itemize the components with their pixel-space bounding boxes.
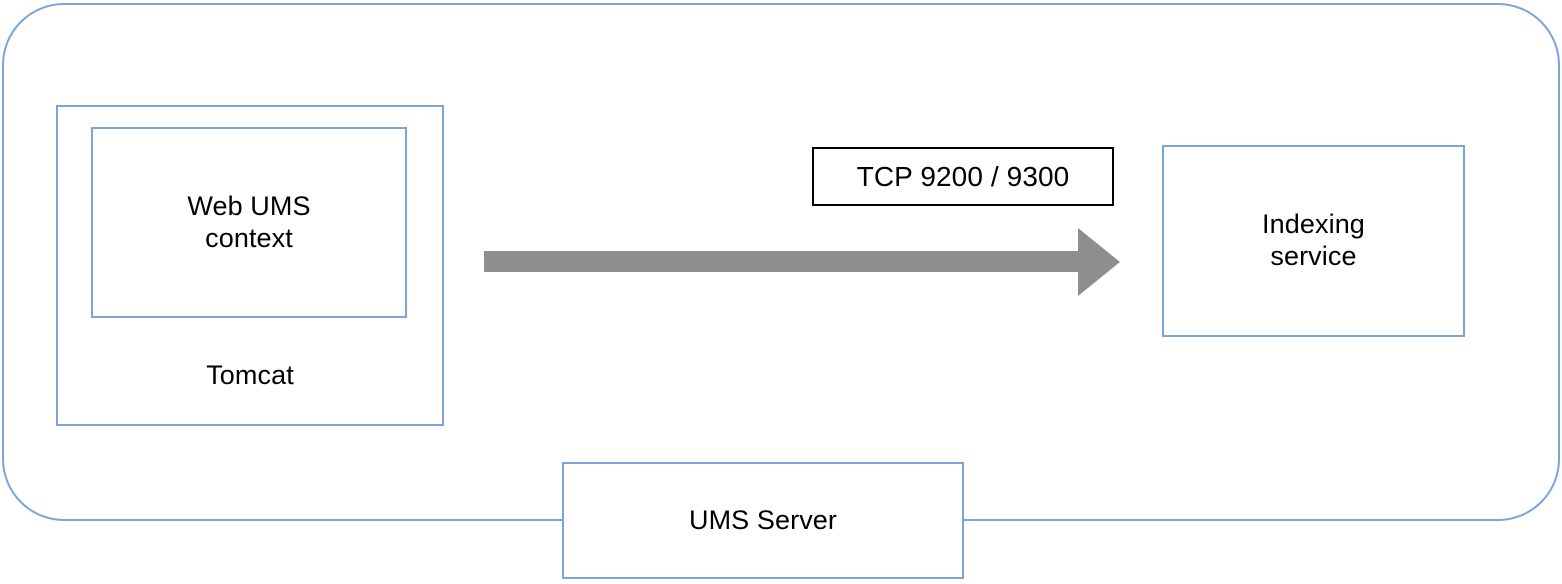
node-ums-server-label: UMS Server [688,504,838,535]
connection-arrow-tomcat-to-indexing [480,222,1126,302]
node-web-ums-context-label: Web UMS context [187,190,311,253]
connection-arrow-shape [484,228,1120,296]
node-indexing-service[interactable]: Indexing service [1162,145,1465,337]
block-arrow-polygon [484,228,1120,296]
node-ums-server[interactable]: UMS Server [562,462,964,579]
node-indexing-service-label: Indexing service [1262,209,1365,271]
edge-label-tcp-ports[interactable]: TCP 9200 / 9300 [812,147,1114,206]
node-tomcat-label: Tomcat [206,360,294,391]
edge-label-tcp-ports-text: TCP 9200 / 9300 [856,160,1070,192]
node-web-ums-context[interactable]: Web UMS context [91,127,407,318]
